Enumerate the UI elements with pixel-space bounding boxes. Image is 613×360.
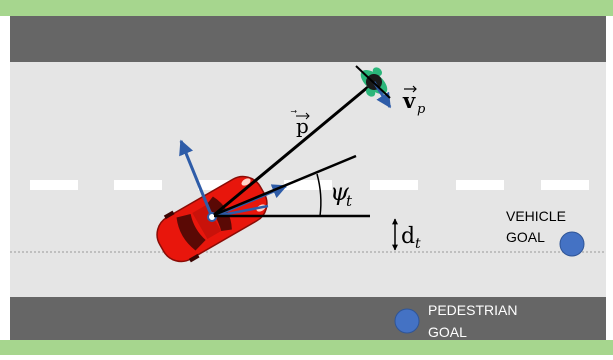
label-v-subscript: p <box>417 102 426 117</box>
label-v: v <box>402 88 416 113</box>
car-lateral-vector <box>179 139 214 218</box>
label-d-subscript: t <box>415 236 421 252</box>
relative-position-line <box>213 80 375 217</box>
vehicle-goal-label-line2: GOAL <box>506 229 545 245</box>
road-surface <box>10 62 606 297</box>
grass-bottom <box>0 340 613 355</box>
pedestrian-goal-label-line2: GOAL <box>428 324 467 340</box>
pedestrian-goal-label-line1: PEDESTRIAN <box>428 302 517 318</box>
label-psi-subscript: t <box>346 192 353 210</box>
sidewalk-top <box>10 16 606 62</box>
pedestrian-heading-line <box>355 65 391 99</box>
grass-top <box>0 0 613 16</box>
vehicle-goal-marker <box>559 231 585 257</box>
label-vp-vector: v p <box>402 85 426 117</box>
label-psi-symbol: ψ <box>330 178 350 206</box>
label-d: d t <box>401 224 421 252</box>
label-d-symbol: d <box>401 224 415 249</box>
heading-angle-arc <box>316 173 322 217</box>
pedestrian-goal-marker <box>394 308 420 334</box>
heading-reference-line <box>213 154 357 217</box>
label-p: p <box>296 114 309 138</box>
label-psi: ψ t <box>330 178 353 210</box>
sidewalk-bottom <box>10 297 606 340</box>
vehicle-goal-label-line1: VEHICLE <box>506 208 566 224</box>
